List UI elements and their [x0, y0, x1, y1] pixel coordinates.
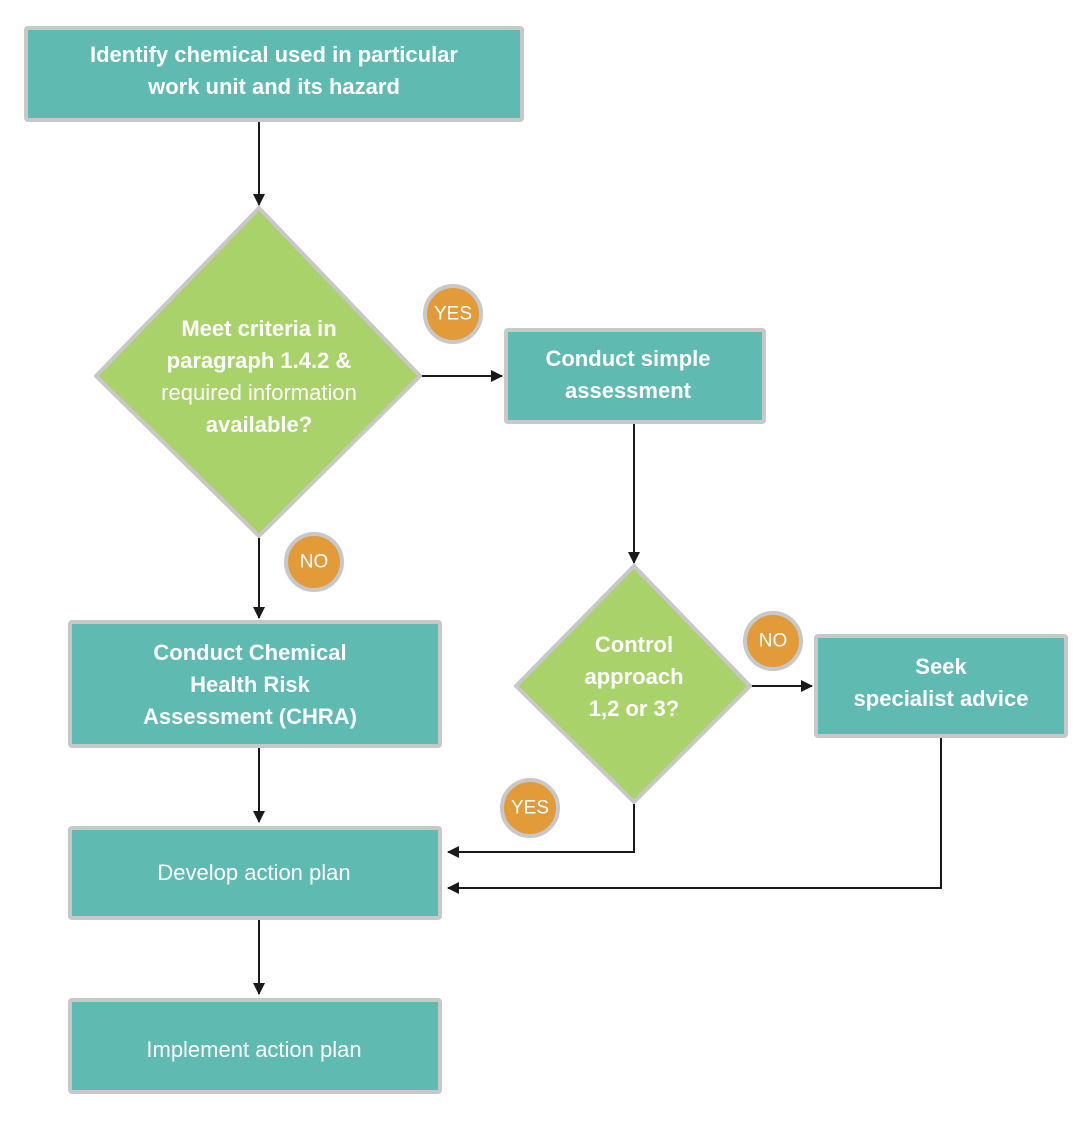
badge-control-yes-label: YES: [511, 798, 549, 819]
identify-box: Identify chemical used in particular wor…: [24, 26, 524, 122]
badge-criteria-yes-label: YES: [434, 304, 472, 325]
chra-box: Conduct Chemical Health Risk Assessment …: [68, 620, 442, 748]
simple-assessment-box: Conduct simple assessment: [504, 328, 766, 424]
specialist-label-line-2: specialist advice: [854, 686, 1029, 711]
criteria-decision: Meet criteria in paragraph 1.4.2 & requi…: [94, 206, 422, 538]
badge-control-no-label: NO: [759, 631, 788, 652]
criteria-label-line-4: available?: [206, 412, 312, 437]
develop-box: Develop action plan: [68, 826, 442, 920]
chra-label-line-2: Health Risk: [190, 672, 311, 697]
criteria-label-line-3: required information: [161, 380, 357, 405]
connectors: [253, 118, 942, 995]
edge-control-to-develop: [447, 804, 635, 858]
specialist-box: Seek specialist advice: [814, 634, 1068, 738]
edge-specialist-to-develop: [447, 736, 942, 894]
badge-control-no: NO: [743, 611, 803, 671]
chra-label-line-3: Assessment (CHRA): [143, 704, 357, 729]
develop-label: Develop action plan: [157, 860, 350, 885]
identify-label-line-1: Identify chemical used in particular: [90, 42, 458, 67]
identify-label-line-2: work unit and its hazard: [147, 74, 400, 99]
criteria-label-line-2: paragraph 1.4.2 &: [167, 348, 352, 373]
simple-label-line-1: Conduct simple: [545, 346, 710, 371]
badge-criteria-yes: YES: [423, 284, 483, 344]
implement-box: Implement action plan: [68, 998, 442, 1094]
implement-label: Implement action plan: [146, 1037, 361, 1062]
badge-criteria-no: NO: [284, 532, 344, 592]
control-label-line-2: approach: [584, 664, 683, 689]
chra-label-line-1: Conduct Chemical: [153, 640, 346, 665]
badge-control-yes: YES: [500, 778, 560, 838]
simple-label-line-2: assessment: [565, 378, 692, 403]
criteria-label-line-1: Meet criteria in: [181, 316, 336, 341]
badge-criteria-no-label: NO: [300, 552, 329, 573]
control-label-line-1: Control: [595, 632, 673, 657]
control-decision: Control approach 1,2 or 3?: [514, 564, 752, 804]
specialist-label-line-1: Seek: [915, 654, 967, 679]
control-label-line-3: 1,2 or 3?: [589, 696, 679, 721]
